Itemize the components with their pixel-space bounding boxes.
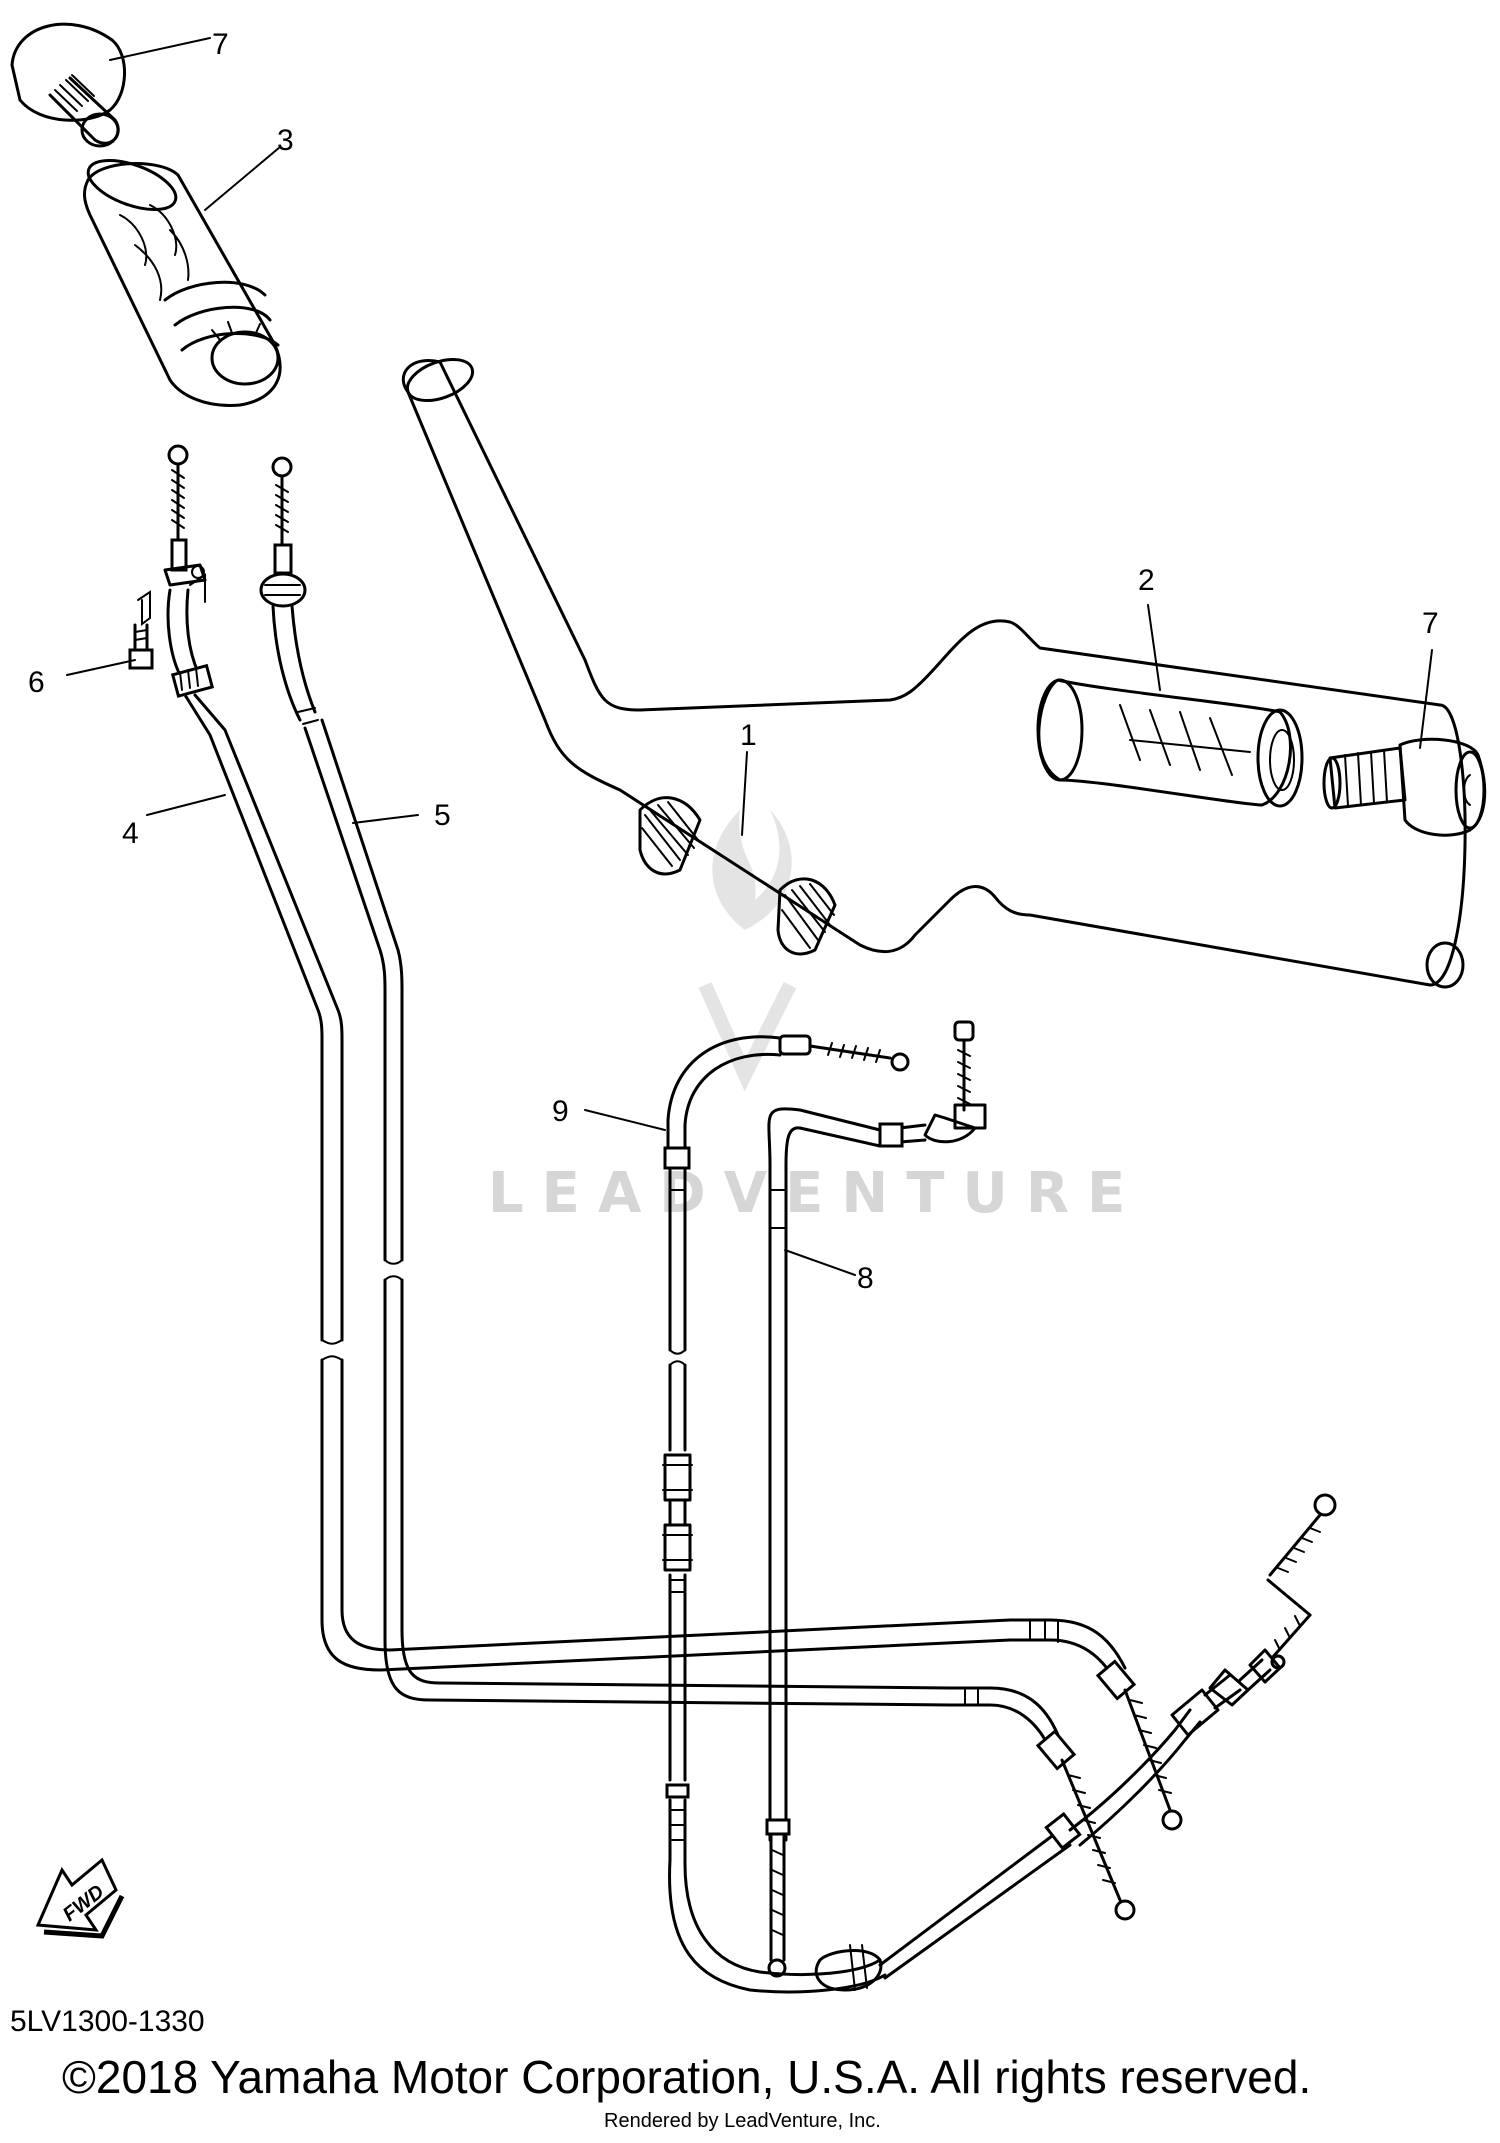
grip-end-right [1322,737,1487,837]
leadventure-watermark: LEADVENTURE [488,810,1143,1226]
callout-3: 3 [277,124,294,157]
grip-end-top-left [10,22,126,148]
left-grip [83,158,282,407]
callout-4: 4 [122,817,139,850]
cable-8 [765,1020,987,1978]
cable-9 [662,1034,910,1994]
fwd-arrow: FWD [35,1857,125,1939]
callout-numbers: 7 3 1 2 7 6 4 5 9 8 [28,28,1439,1295]
callout-8: 8 [857,1262,874,1295]
callout-7-top-left: 7 [212,28,229,61]
cable-9-terminal [814,1493,1337,1992]
callout-5: 5 [434,799,451,832]
cable-4-terminal [1008,1618,1183,1831]
handlebar [401,357,1467,989]
callout-1: 1 [740,719,757,752]
callout-7-right: 7 [1422,607,1439,640]
screw [128,573,206,670]
right-grip [1036,678,1304,808]
part-code: 5LV1300-1330 [10,2005,205,2038]
rendered-by-notice: Rendered by LeadVenture, Inc. [604,2110,881,2132]
copyright-notice: ©2018 Yamaha Motor Corporation, U.S.A. A… [62,2051,1312,2103]
callout-2: 2 [1138,564,1155,597]
callout-9: 9 [552,1095,569,1128]
cable-5 [259,456,952,1707]
callout-6: 6 [28,666,45,699]
cable-5-terminal [948,1686,1136,1921]
leader-lines [66,37,1433,1276]
watermark-text: LEADVENTURE [488,1161,1143,1226]
cable-4 [163,444,1012,1672]
